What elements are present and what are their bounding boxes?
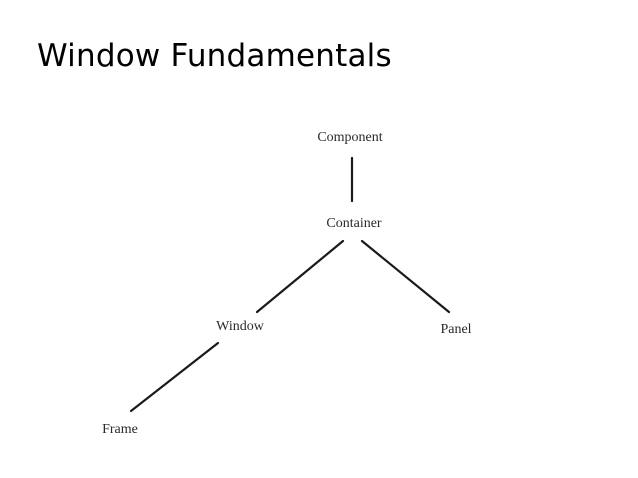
node-panel: Panel (440, 322, 471, 337)
node-frame: Frame (102, 422, 138, 437)
edge-container-window (255, 239, 345, 314)
node-container: Container (326, 216, 382, 231)
node-component: Component (317, 130, 382, 145)
edge-container-panel (360, 239, 451, 314)
edge-window-frame (129, 341, 220, 413)
node-window: Window (216, 319, 265, 334)
slide-title: Window Fundamentals (37, 38, 392, 74)
